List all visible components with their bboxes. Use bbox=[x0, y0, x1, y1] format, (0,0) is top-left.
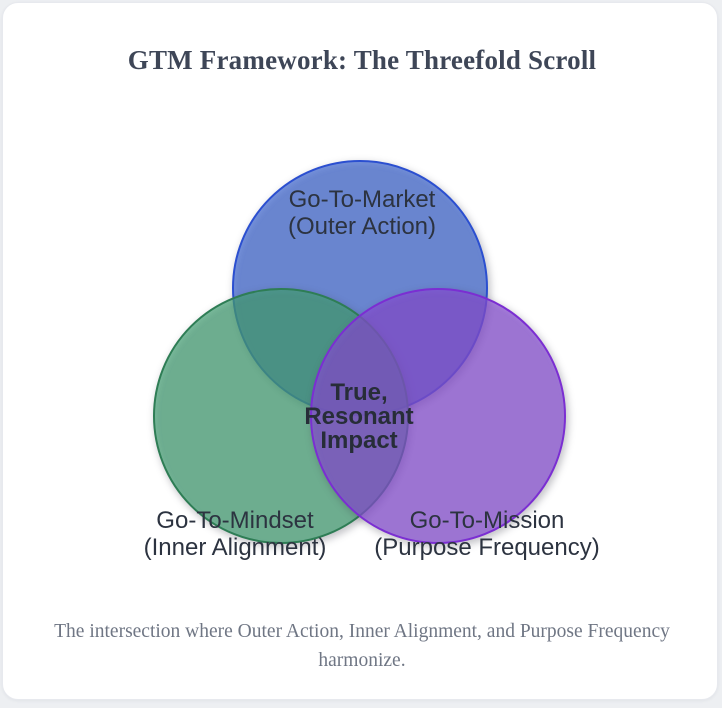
label-go-to-mission-line1: Go-To-Mission bbox=[409, 507, 565, 534]
content-card: GTM Framework: The Threefold Scroll Go-T… bbox=[2, 2, 718, 700]
label-go-to-mindset: Go-To-Mindset (Inner Alignment) bbox=[144, 507, 327, 561]
label-go-to-mission-line2: (Purpose Frequency) bbox=[374, 534, 600, 561]
label-center-intersection: True, Resonant Impact bbox=[304, 381, 413, 453]
circle-go-to-mission bbox=[310, 288, 566, 544]
page-title: GTM Framework: The Threefold Scroll bbox=[127, 45, 597, 75]
label-go-to-mission: Go-To-Mission (Purpose Frequency) bbox=[374, 507, 599, 561]
label-go-to-mindset-line1: Go-To-Mindset bbox=[156, 507, 314, 534]
label-go-to-market-line2: (Outer Action) bbox=[287, 213, 437, 240]
center-label-line1: True, bbox=[330, 379, 388, 406]
diagram-caption: The intersection where Outer Action, Inn… bbox=[54, 621, 670, 671]
label-go-to-mindset-line2: (Inner Alignment) bbox=[143, 534, 327, 561]
label-go-to-market-line1: Go-To-Market bbox=[288, 186, 436, 213]
label-go-to-market: Go-To-Market (Outer Action) bbox=[288, 186, 436, 240]
center-label-line2: Resonant bbox=[304, 403, 414, 430]
center-label-line3: Impact bbox=[320, 427, 398, 454]
